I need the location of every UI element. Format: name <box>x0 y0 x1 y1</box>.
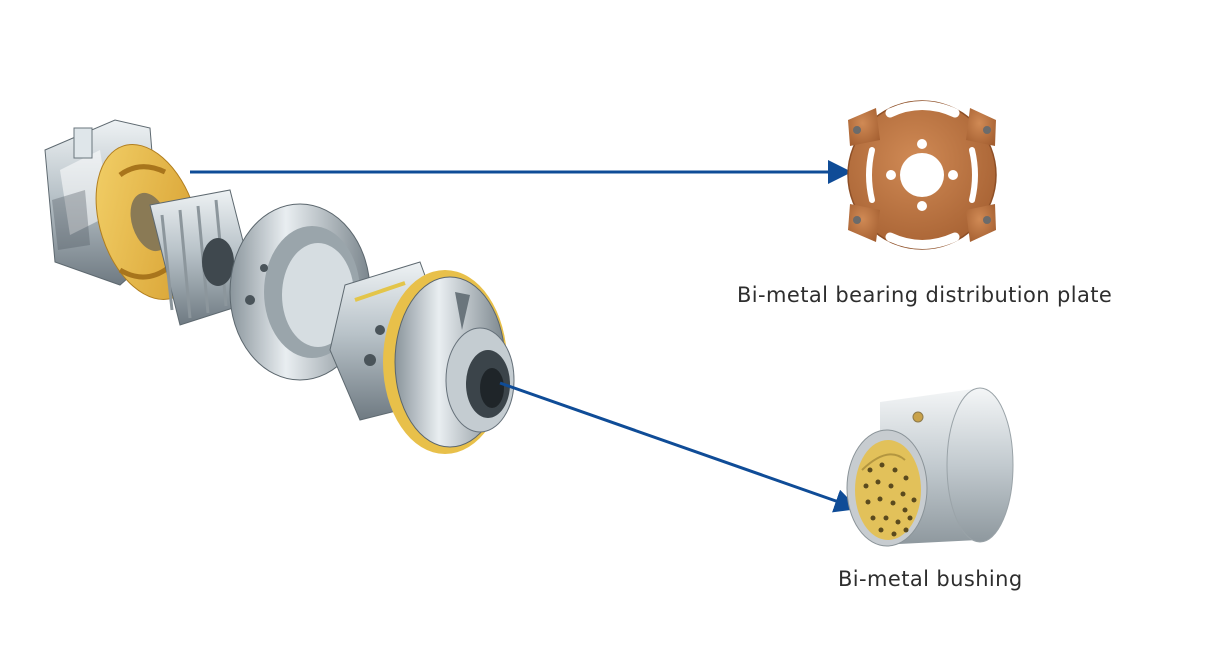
distribution-plate-label: Bi-metal bearing distribution plate <box>737 283 1113 307</box>
distribution-plate-image <box>847 100 997 250</box>
connector-arrows <box>190 160 859 513</box>
bushing-image <box>846 387 1014 547</box>
arrow-to-bushing <box>499 381 859 513</box>
bushing-label: Bi-metal bushing <box>838 567 1023 591</box>
front-housing <box>383 270 515 454</box>
exploded-assembly <box>44 119 515 454</box>
